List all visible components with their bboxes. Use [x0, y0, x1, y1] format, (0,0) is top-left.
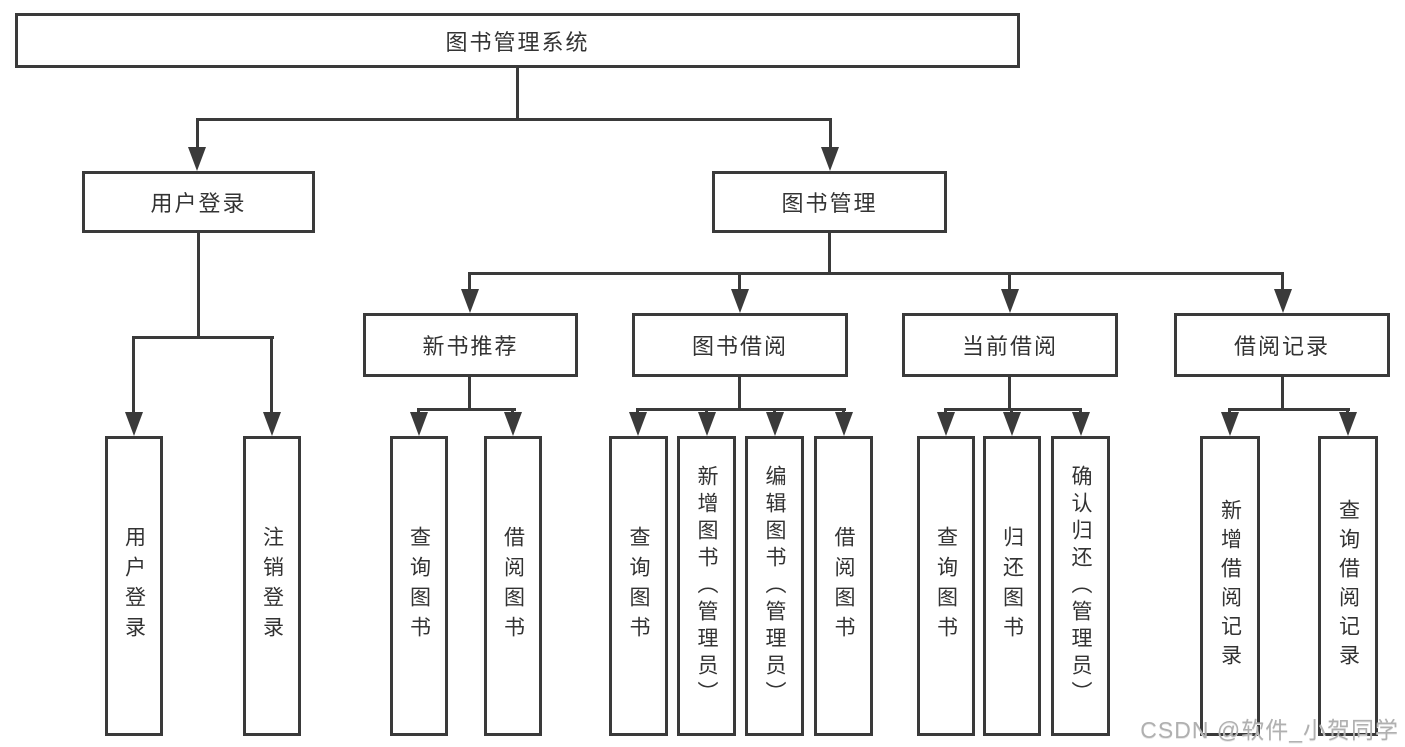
- leaf-edit-books-admin-label: 编辑图书（管理员）: [763, 464, 786, 708]
- connector-line: [738, 272, 741, 292]
- arrow-down-icon: [1339, 412, 1357, 436]
- connector-line: [196, 118, 199, 150]
- arrow-down-icon: [937, 412, 955, 436]
- connector-line: [1281, 272, 1284, 292]
- leaf-borrow-books-newbook-label: 借阅图书: [501, 526, 525, 646]
- node-root: 图书管理系统: [15, 13, 1020, 68]
- csdn-watermark: CSDN @软件_小贺同学: [1140, 717, 1399, 743]
- connector-line: [829, 118, 832, 150]
- leaf-return-books-label: 归还图书: [1000, 526, 1024, 646]
- connector-line: [132, 336, 135, 415]
- leaf-confirm-return-admin-label: 确认归还（管理员）: [1069, 464, 1092, 708]
- leaf-user-login-label: 用户登录: [122, 526, 146, 646]
- connector-line: [197, 233, 200, 339]
- arrow-down-icon: [821, 147, 839, 171]
- arrow-down-icon: [461, 289, 479, 313]
- leaf-add-books-admin: 新增图书（管理员）: [677, 436, 736, 736]
- arrow-down-icon: [835, 412, 853, 436]
- connector-line: [828, 233, 831, 275]
- connector-line: [196, 118, 832, 121]
- node-book-management-label: 图书管理: [781, 191, 878, 216]
- arrow-down-icon: [125, 412, 143, 436]
- node-current-borrowing-label: 当前借阅: [961, 334, 1058, 359]
- connector-line: [516, 68, 519, 119]
- arrow-down-icon: [1274, 289, 1292, 313]
- leaf-borrow-books-borrow: 借阅图书: [814, 436, 873, 736]
- arrow-down-icon: [766, 412, 784, 436]
- arrow-down-icon: [1003, 412, 1021, 436]
- leaf-query-books-borrow: 查询图书: [609, 436, 668, 736]
- arrow-down-icon: [1072, 412, 1090, 436]
- leaf-return-books: 归还图书: [983, 436, 1041, 736]
- node-new-book-recommendation: 新书推荐: [363, 313, 578, 377]
- leaf-query-borrow-record: 查询借阅记录: [1318, 436, 1378, 736]
- leaf-query-books-newbook-label: 查询图书: [407, 526, 431, 646]
- node-borrowing-records-label: 借阅记录: [1233, 334, 1330, 359]
- leaf-logout: 注销登录: [243, 436, 301, 736]
- node-current-borrowing: 当前借阅: [902, 313, 1118, 377]
- node-book-borrowing: 图书借阅: [632, 313, 848, 377]
- node-book-borrowing-label: 图书借阅: [691, 334, 788, 359]
- leaf-edit-books-admin: 编辑图书（管理员）: [745, 436, 804, 736]
- arrow-down-icon: [188, 147, 206, 171]
- leaf-add-borrow-record-label: 新增借阅记录: [1218, 499, 1242, 673]
- connector-line: [417, 408, 516, 411]
- leaf-add-borrow-record: 新增借阅记录: [1200, 436, 1260, 736]
- node-user-login: 用户登录: [82, 171, 315, 233]
- connector-line: [468, 272, 471, 292]
- connector-line: [1008, 377, 1011, 411]
- leaf-user-login: 用户登录: [105, 436, 163, 736]
- arrow-down-icon: [731, 289, 749, 313]
- leaf-query-books-borrow-label: 查询图书: [627, 526, 650, 646]
- arrow-down-icon: [698, 412, 716, 436]
- leaf-query-books-current-label: 查询图书: [934, 526, 958, 646]
- connector-line: [468, 377, 471, 411]
- leaf-borrow-books-borrow-label: 借阅图书: [832, 526, 855, 646]
- arrow-down-icon: [263, 412, 281, 436]
- leaf-confirm-return-admin: 确认归还（管理员）: [1051, 436, 1110, 736]
- node-borrowing-records: 借阅记录: [1174, 313, 1390, 377]
- node-root-label: 图书管理系统: [445, 29, 590, 55]
- connector-line: [1228, 408, 1350, 411]
- connector-line: [132, 336, 274, 339]
- leaf-borrow-books-newbook: 借阅图书: [484, 436, 542, 736]
- arrow-down-icon: [629, 412, 647, 436]
- node-book-management: 图书管理: [712, 171, 947, 233]
- arrow-down-icon: [1001, 289, 1019, 313]
- arrow-down-icon: [1221, 412, 1239, 436]
- node-user-login-label: 用户登录: [150, 191, 247, 216]
- connector-line: [468, 272, 1284, 275]
- connector-line: [636, 408, 846, 411]
- connector-line: [270, 336, 273, 415]
- arrow-down-icon: [504, 412, 522, 436]
- arrow-down-icon: [410, 412, 428, 436]
- connector-line: [1281, 377, 1284, 411]
- connector-line: [944, 408, 1082, 411]
- connector-line: [738, 377, 741, 411]
- leaf-add-books-admin-label: 新增图书（管理员）: [695, 464, 718, 708]
- leaf-query-books-newbook: 查询图书: [390, 436, 448, 736]
- leaf-logout-label: 注销登录: [260, 526, 284, 646]
- node-new-book-recommendation-label: 新书推荐: [422, 334, 519, 359]
- leaf-query-borrow-record-label: 查询借阅记录: [1336, 499, 1360, 673]
- leaf-query-books-current: 查询图书: [917, 436, 975, 736]
- connector-line: [1008, 272, 1011, 292]
